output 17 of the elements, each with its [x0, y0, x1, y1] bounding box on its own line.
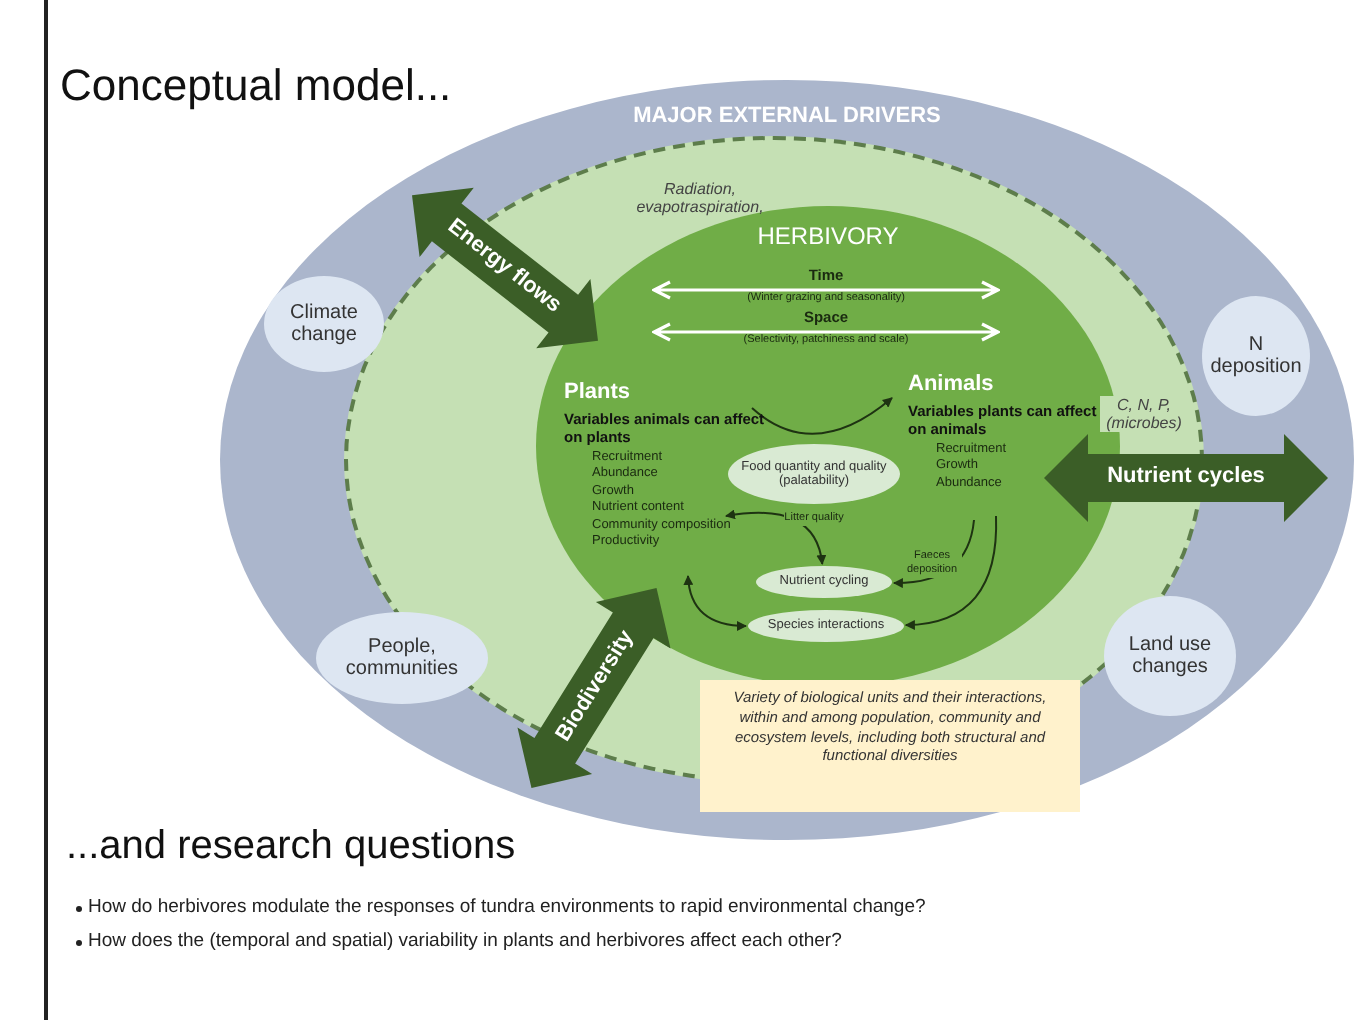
arrow-label: Nutrient cycles	[1107, 464, 1265, 488]
section-heading: MAJOR EXTERNAL DRIVERS	[633, 104, 941, 128]
section-title: ...and research questions	[66, 824, 516, 870]
oval-label: People, communities	[316, 612, 488, 704]
annotation-text: Radiation, evapotraspiration,	[634, 180, 766, 216]
section-heading: HERBIVORY	[757, 222, 899, 250]
question-text: How does the (temporal and spatial) variability in plants and herbivores affect each other?	[88, 930, 842, 952]
oval-label: N deposition	[1202, 296, 1310, 416]
curved-arrow	[751, 397, 893, 435]
oval-label: Land use changes	[1104, 596, 1236, 716]
oval-label: Climate change	[264, 276, 384, 372]
curved-arrow	[683, 575, 747, 631]
slide-title: Conceptual model...	[60, 60, 452, 112]
curved-arrow	[904, 515, 997, 630]
question-text: How do herbivores modulate the responses of tundra environments to rapid environmental change?	[88, 896, 926, 918]
group-heading: Plants	[564, 380, 631, 404]
group-heading: Animals	[908, 372, 994, 396]
